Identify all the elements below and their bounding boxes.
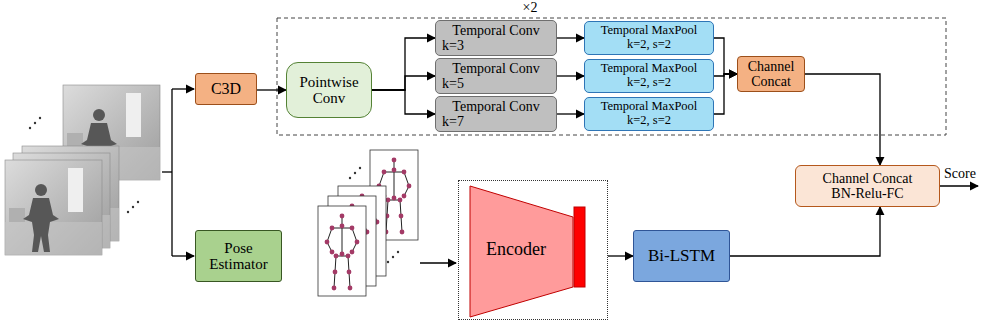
concat-box: Channel Concat [737,56,805,93]
node-text: Pointwise Conv [293,74,365,107]
node-text: Temporal Conv [452,23,539,38]
temporal-conv-box: Temporal Convk=7 [435,96,557,133]
maxpool-box: Temporal MaxPoolk=2, s=2 [584,59,714,93]
connector [557,75,584,76]
connector [372,38,435,90]
bilstm-box: Bi-LSTM [633,230,730,282]
depth-frames [5,85,160,255]
ellipsis-dots [349,167,399,263]
repeat-count: ×2 [510,0,550,16]
node-text: BN-Relu-FC [831,186,903,201]
maxpool-box: Temporal MaxPoolk=2, s=2 [584,97,714,131]
connector [557,113,584,114]
temporal-conv-box: Temporal Convk=5 [435,58,557,95]
pose-estimator-box: Pose Estimator [195,230,282,282]
maxpool-box: Temporal MaxPoolk=2, s=2 [584,21,714,55]
node-text: k=2, s=2 [627,38,671,52]
node-text: k=2, s=2 [627,114,671,128]
node-text: Temporal MaxPool [601,62,698,76]
repeat-box [277,18,946,135]
node-text: k=2, s=2 [627,76,671,90]
node-text: Encoder [486,240,546,260]
node-text: Temporal MaxPool [601,24,698,38]
input-branch [162,89,194,256]
ellipsis-dots [29,117,139,213]
connector [730,207,880,256]
node-text: k=5 [442,76,550,91]
temporal-conv-box: Temporal Convk=3 [435,20,557,57]
encoder-trapezoid [470,186,573,317]
connector [714,38,737,74]
fusion-box: Channel ConcatBN-Relu-FC [795,165,940,207]
node-text: Temporal MaxPool [601,100,698,114]
encoder-block: Encoder [458,180,608,320]
node-text: Bi-LSTM [648,247,715,266]
node-text: Temporal Conv [452,61,539,76]
node-text: Channel Concat [744,59,798,90]
connector [805,74,880,165]
connector [372,76,435,90]
node-text: k=3 [442,38,550,53]
node-text: Temporal Conv [452,99,539,114]
connector [557,37,584,38]
node-text: Pose Estimator [202,240,275,273]
node-text: C3D [211,80,241,98]
score-arrow [940,185,978,186]
connector [372,90,435,114]
connector [714,74,737,114]
skeleton-frames [318,150,418,296]
output-label: Score [944,166,980,182]
node-text: k=7 [442,114,550,129]
connector [257,89,286,90]
feature-bar [574,207,585,287]
c3d-box: C3D [195,73,257,105]
pointwise-conv-box: Pointwise Conv [286,62,372,118]
node-text: Channel Concat [823,171,913,186]
connector [608,255,633,256]
pose-arrow [420,262,456,263]
